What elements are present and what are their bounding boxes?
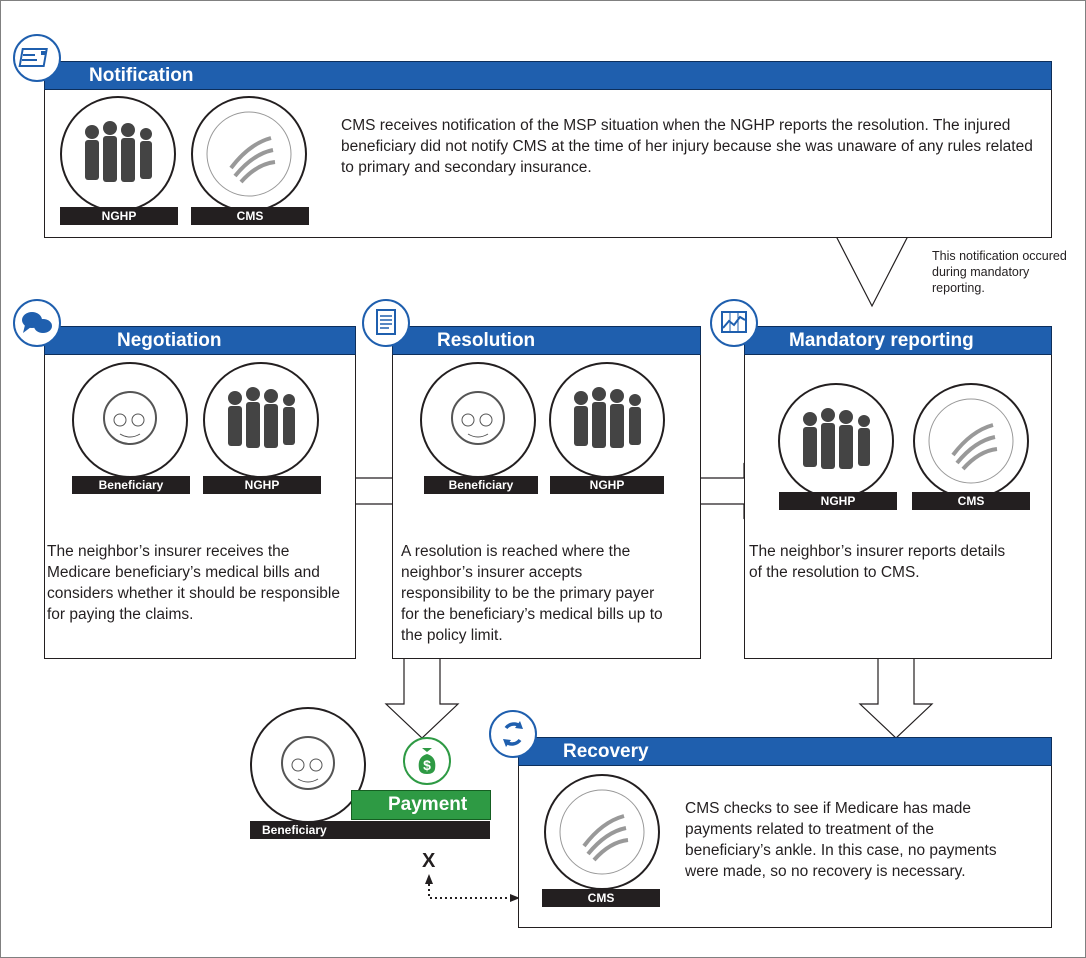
- cms-seal-image: [913, 383, 1029, 499]
- resolution-text: A resolution is reached where the neighb…: [401, 543, 663, 644]
- nghp-label: NGHP: [550, 476, 664, 494]
- beneficiary-label: Beneficiary: [424, 476, 538, 494]
- cms-seal-image: [191, 96, 307, 212]
- mandatory-reporting-text: The neighbor’s insurer reports details o…: [749, 543, 1006, 581]
- arrow-resolution-payment: [384, 655, 460, 739]
- nghp-label: NGHP: [60, 207, 178, 225]
- cms-seal-image: [544, 774, 660, 890]
- envelope-icon: [13, 34, 61, 82]
- mandatory-reporting-header: Mandatory reporting: [744, 326, 1052, 355]
- negotiation-text: The neighbor’s insurer receives the Medi…: [47, 543, 340, 623]
- svg-text:$: $: [423, 757, 431, 773]
- chat-bubbles-icon: [13, 299, 61, 347]
- recovery-header: Recovery: [518, 737, 1052, 766]
- cms-label: CMS: [191, 207, 309, 225]
- nghp-label: NGHP: [779, 492, 897, 510]
- beneficiary-image: [420, 362, 536, 478]
- beneficiary-label: Beneficiary: [72, 476, 190, 494]
- beneficiary-image: [72, 362, 188, 478]
- nghp-group-image: [203, 362, 319, 478]
- arrow-notification-down: [835, 231, 909, 308]
- beneficiary-image: [250, 707, 366, 823]
- notification-text: CMS receives notification of the MSP sit…: [341, 117, 1033, 176]
- notification-header: Notification: [44, 61, 1052, 90]
- chart-icon: [710, 299, 758, 347]
- beneficiary-label: Beneficiary: [250, 821, 490, 839]
- nghp-group-image: [60, 96, 176, 212]
- nghp-group-image: [778, 383, 894, 499]
- cms-label: CMS: [912, 492, 1030, 510]
- mandatory-reporting-note: This notification occured during mandato…: [932, 249, 1067, 295]
- payment-header: Payment: [351, 790, 491, 820]
- recovery-text: CMS checks to see if Medicare has made p…: [685, 800, 997, 880]
- document-icon: [362, 299, 410, 347]
- nghp-group-image: [549, 362, 665, 478]
- resolution-header: Resolution: [392, 326, 701, 355]
- no-payment-mark: X: [422, 850, 436, 872]
- cms-label: CMS: [542, 889, 660, 907]
- negotiation-header: Negotiation: [44, 326, 356, 355]
- nghp-label: NGHP: [203, 476, 321, 494]
- refresh-icon: [489, 710, 537, 758]
- money-bag-icon: $: [403, 737, 451, 785]
- arrow-mandatory-recovery: [858, 655, 934, 739]
